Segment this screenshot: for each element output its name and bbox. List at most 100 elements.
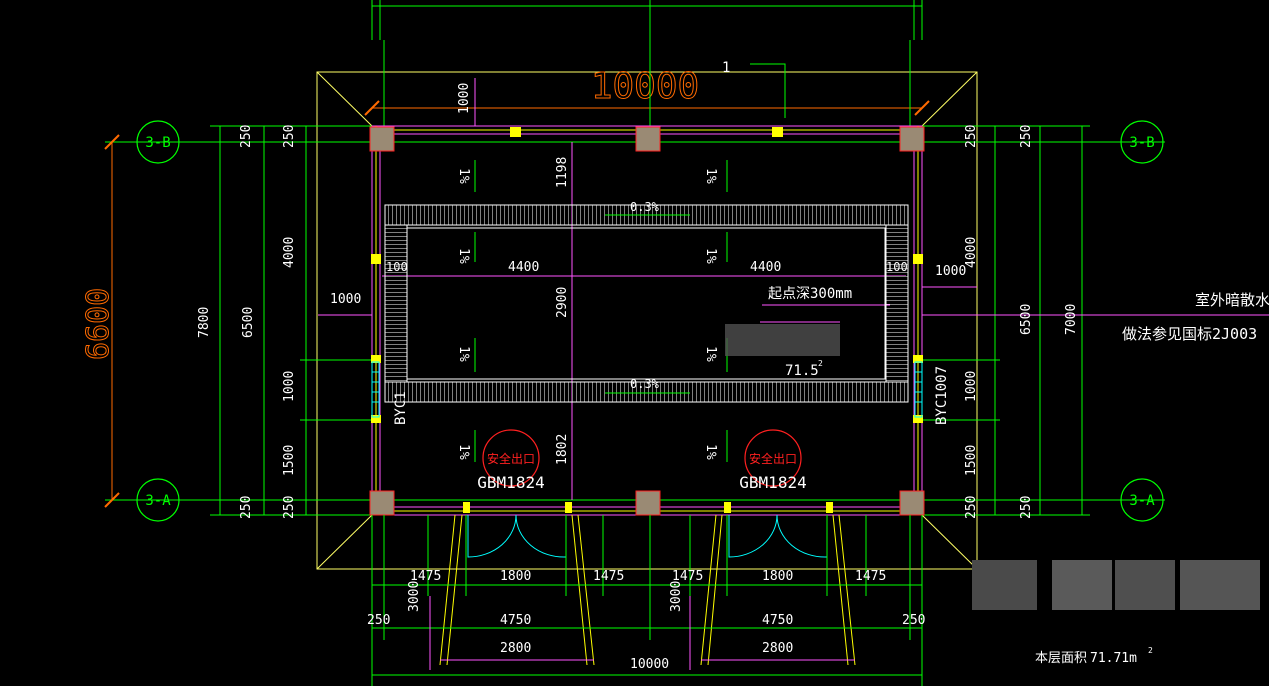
dim-text: 4400 xyxy=(750,260,781,275)
grid-bubble-right-top: 3-B xyxy=(1120,120,1164,164)
dim-text: 250 xyxy=(964,125,979,148)
grid-bubble-left-bottom: 3-A xyxy=(136,478,180,522)
left-overall-dimension: 6600 xyxy=(81,134,120,508)
dim-text: 250 xyxy=(239,125,254,148)
window-label-left: BYC1 xyxy=(393,391,409,425)
top-overall-dimension: 10000 xyxy=(364,66,930,116)
dim-text: 4000 xyxy=(964,237,979,268)
dim-text: 100 xyxy=(886,260,908,274)
area-label: 本层面积 xyxy=(1035,651,1087,666)
dim-text: 2900 xyxy=(555,287,570,318)
bottom-dimension-text: 1475 1800 1475 1475 1800 1475 3000 3000 … xyxy=(367,569,925,672)
dim-text: 2800 xyxy=(500,641,531,656)
dim-text: 4750 xyxy=(762,613,793,628)
exit-sign-text: 安全出口 xyxy=(749,451,797,466)
dim-text: 1000 xyxy=(964,371,979,402)
grid-axis-label: 3-A xyxy=(145,493,171,509)
dim-text: 1800 xyxy=(762,569,793,584)
dim-text: 7000 xyxy=(1064,304,1079,335)
window-label-right: BYC1007 xyxy=(934,366,950,425)
dim-text: 1198 xyxy=(555,157,570,188)
area-superscript: 2 xyxy=(1148,646,1153,655)
bottom-dimension-lines xyxy=(371,515,923,686)
right-dimension-chains xyxy=(922,125,1090,516)
dim-text: 7800 xyxy=(197,307,212,338)
dim-text: 100 xyxy=(386,260,408,274)
grid-axis-label: 3-A xyxy=(1129,493,1155,509)
start-depth-label: 起点深300mm xyxy=(768,286,852,302)
slope-label: 1% xyxy=(456,444,471,460)
dim-text: 3000 xyxy=(669,581,684,612)
note-standard-ref: 做法参见国标2J003 xyxy=(1122,325,1257,343)
columns xyxy=(369,126,925,516)
slope-label: 0.3% xyxy=(630,377,660,391)
dim-text: 250 xyxy=(239,496,254,519)
redacted-area xyxy=(725,324,840,356)
dim-text: 1500 xyxy=(282,445,297,476)
roof-outline xyxy=(316,71,978,570)
door-label-left: GBM1824 xyxy=(477,473,544,492)
magenta-dimension-lines xyxy=(318,78,1269,500)
dim-text: 2800 xyxy=(762,641,793,656)
slope-label: 0.3% xyxy=(630,200,660,214)
grid-axis-label: 3-B xyxy=(1129,135,1154,151)
bottom-magenta-lines xyxy=(429,596,855,670)
dim-text: 250 xyxy=(367,613,390,628)
slope-label: 1% xyxy=(703,444,718,460)
left-overall-dim-text: 6600 xyxy=(81,288,116,360)
redacted-blocks xyxy=(972,560,1260,610)
slope-label: 1% xyxy=(456,168,471,184)
dim-text: 250 xyxy=(1019,496,1034,519)
left-dimension-text: 250 250 4000 1000 1500 250 250 7800 6500… xyxy=(197,125,361,519)
section-mark-text: 1 xyxy=(722,60,730,76)
dim-text: 250 xyxy=(964,496,979,519)
grid-bubble-right-bottom: 3-A xyxy=(1120,478,1164,522)
wall-markers xyxy=(371,127,923,513)
superscript-2: 2 xyxy=(818,359,823,368)
dim-text: 1000 xyxy=(282,371,297,402)
dim-text: 4000 xyxy=(282,237,297,268)
exit-sign-text: 安全出口 xyxy=(487,451,535,466)
slope-label: 1% xyxy=(703,346,718,362)
door-swings xyxy=(467,514,828,558)
dim-text: 1475 xyxy=(855,569,886,584)
left-dimension-chains xyxy=(210,125,372,516)
dim-text: 1000 xyxy=(330,292,361,307)
dim-text: 1500 xyxy=(964,445,979,476)
slope-labels: 1% 1% 1% 1% 1% 1% 1% 1% 0.3% 0.3% xyxy=(456,168,718,460)
top-dimension-lines xyxy=(371,0,923,40)
dim-text: 1000 xyxy=(457,83,472,114)
dim-text: 250 xyxy=(282,496,297,519)
dim-text: 3000 xyxy=(407,581,422,612)
ramps xyxy=(439,514,856,666)
grid-axis-label: 3-B xyxy=(145,135,170,151)
area-value: 71.71m xyxy=(1090,651,1137,666)
dim-text: 6500 xyxy=(1019,304,1034,335)
slope-label: 1% xyxy=(456,346,471,362)
door-label-right: GBM1824 xyxy=(739,473,806,492)
inner-dimension-text: 1000 1198 2900 1802 4400 4400 100 100 xyxy=(386,83,908,465)
note-outdoor-drain: 室外暗散水 xyxy=(1195,291,1269,309)
dim-text: 4400 xyxy=(508,260,539,275)
dim-text: 1802 xyxy=(555,434,570,465)
dim-text: 6500 xyxy=(241,307,256,338)
exit-sign-left: 安全出口 xyxy=(482,429,540,487)
dim-text: 10000 xyxy=(630,657,669,672)
dim-text: 1475 xyxy=(410,569,441,584)
dim-text: 1475 xyxy=(593,569,624,584)
exit-sign-right: 安全出口 xyxy=(744,429,802,487)
dim-text: 250 xyxy=(1019,125,1034,148)
windows-right xyxy=(914,361,923,418)
dim-text: 4750 xyxy=(500,613,531,628)
dim-text: 1800 xyxy=(500,569,531,584)
top-overall-dim-text: 10000 xyxy=(591,66,699,107)
section-mark: 1 xyxy=(722,60,786,118)
grid-bubble-left-top: 3-B xyxy=(136,120,180,164)
windows-left xyxy=(371,361,380,418)
slope-label: 1% xyxy=(456,248,471,264)
slope-label: 1% xyxy=(703,248,718,264)
dim-text: 1475 xyxy=(672,569,703,584)
room-value: 71.5 xyxy=(785,363,819,379)
right-dimension-text: 250 250 4000 1000 1500 250 250 1000 6500… xyxy=(935,125,1079,519)
